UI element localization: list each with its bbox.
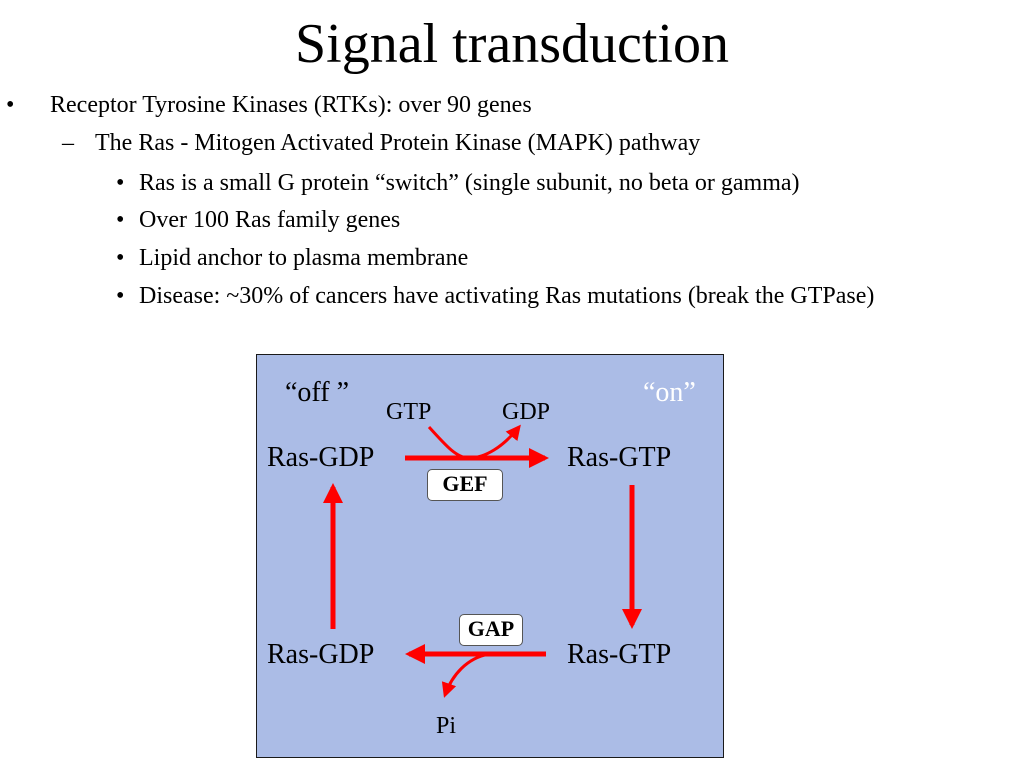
bullet-marker: • (116, 207, 125, 233)
bullet-marker: • (116, 245, 125, 271)
bullet-item: Disease: ~30% of cancers have activating… (139, 283, 875, 309)
ras-gdp-bottom: Ras-GDP (267, 639, 375, 670)
bullet-item: Receptor Tyrosine Kinases (RTKs): over 9… (50, 92, 532, 118)
bullet-marker: • (116, 283, 125, 309)
pi-release-curve (441, 652, 490, 698)
ras-gtp-top: Ras-GTP (567, 442, 672, 473)
pi-label: Pi (436, 713, 457, 739)
gdp-label: GDP (502, 399, 551, 425)
slide-title: Signal transduction (295, 13, 729, 75)
bullet-item: Lipid anchor to plasma membrane (139, 245, 469, 271)
ras-gtp-bottom: Ras-GTP (567, 639, 672, 670)
gtp-gdp-exchange-curve (427, 424, 521, 460)
bullet-item: Ras is a small G protein “switch” (singl… (139, 170, 800, 196)
bullet-marker: • (116, 170, 125, 196)
gef-label: GEF (427, 469, 503, 501)
gap-label: GAP (459, 614, 523, 646)
on-label: “on” (643, 377, 696, 408)
diagram-arrows (323, 424, 642, 698)
bullet-item: The Ras - Mitogen Activated Protein Kina… (95, 130, 701, 156)
bullet-marker: – (62, 130, 74, 156)
bullet-item: Over 100 Ras family genes (139, 207, 401, 233)
ras-cycle-diagram: “off ” “on” GTP GDP Ras-GDP Ras-GTP GEF … (256, 354, 724, 758)
bullet-marker: • (6, 92, 15, 118)
gtp-label: GTP (386, 399, 432, 425)
off-label: “off ” (285, 377, 349, 408)
ras-gdp-top: Ras-GDP (267, 442, 375, 473)
